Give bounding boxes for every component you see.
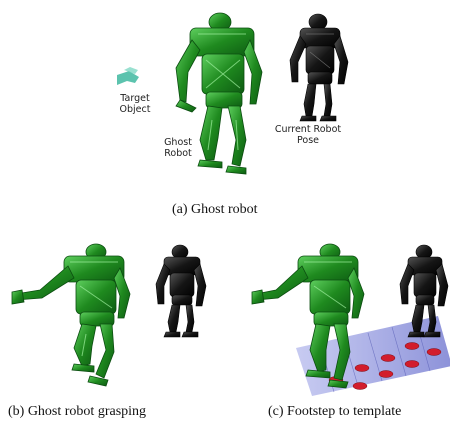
ghost-robot-a-figure: [175, 12, 263, 175]
caption-c: (c) Footstep to template: [268, 404, 402, 419]
ghost-robot-label-line2: Robot: [164, 148, 192, 159]
current-robot-b-figure: [155, 244, 207, 338]
target-object-label-line1: Target: [120, 93, 150, 104]
ghost-robot-label-line1: Ghost: [164, 137, 192, 148]
current-robot-c-figure: [399, 244, 449, 338]
current-robot-pose-label: Current Robot Pose: [270, 124, 346, 146]
caption-b: (b) Ghost robot grasping: [8, 404, 147, 419]
target-object-icon: [117, 67, 139, 85]
target-object-label: Target Object: [113, 93, 157, 115]
ghost-robot-label: Ghost Robot: [158, 137, 198, 159]
current-robot-a-figure: [289, 13, 349, 122]
current-robot-pose-label-line1: Current Robot: [274, 124, 342, 135]
ghost-robot-c-figure: [251, 243, 365, 389]
footstep-markers: [328, 342, 442, 390]
target-object-label-line2: Object: [119, 104, 151, 115]
ghost-robot-grasping-figure: [11, 243, 131, 387]
current-robot-pose-label-line2: Pose: [297, 135, 319, 146]
caption-a: (a) Ghost robot: [172, 202, 258, 217]
